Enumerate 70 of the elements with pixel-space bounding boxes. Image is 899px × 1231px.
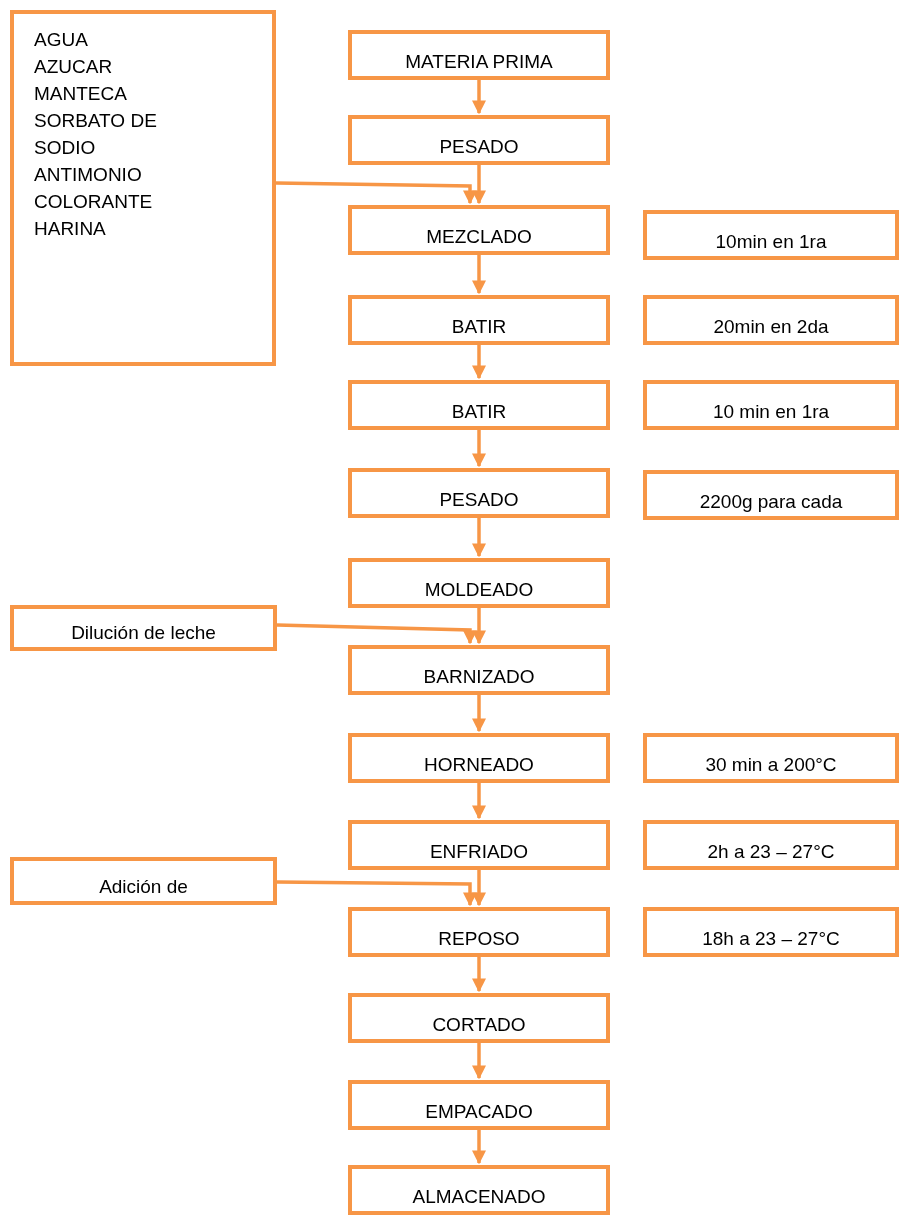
box-label: MATERIA PRIMA (405, 50, 553, 74)
box-label: ENFRIADO (429, 840, 529, 864)
arrow (472, 1130, 486, 1165)
box-label: 30 min a 200°C (705, 753, 837, 777)
box-label: PESADO (439, 488, 519, 512)
box-label: Dilución de leche (71, 621, 216, 645)
process-box (348, 1080, 610, 1130)
box-label: HARINA (34, 217, 106, 241)
process-box (643, 907, 899, 957)
arrow (472, 518, 486, 558)
process-box (643, 470, 899, 520)
process-box (10, 857, 277, 905)
process-box (348, 295, 610, 345)
process-box (348, 993, 610, 1043)
arrow (472, 1043, 486, 1080)
arrow (472, 608, 486, 645)
box-label: ALMACENADO (412, 1185, 546, 1209)
arrow (472, 957, 486, 993)
box-label: 20min en 2da (713, 315, 829, 339)
box-label: AZUCAR (34, 55, 113, 79)
process-box (348, 558, 610, 608)
box-label: ANTIMONIO (34, 163, 142, 187)
arrow (275, 181, 477, 205)
box-label: PESADO (439, 135, 519, 159)
box-label: 10 min en 1ra (712, 400, 830, 424)
box-label: BATIR (451, 315, 507, 339)
process-box (10, 10, 276, 366)
process-box (348, 205, 610, 255)
box-label: 2200g para cada (699, 490, 843, 514)
box-label: MEZCLADO (426, 225, 532, 249)
arrow (472, 345, 486, 380)
arrow (472, 695, 486, 733)
box-label: MOLDEADO (424, 578, 534, 602)
box-label: COLORANTE (34, 190, 153, 214)
arrow (472, 783, 486, 820)
process-box (348, 115, 610, 165)
box-label: EMPACADO (425, 1100, 533, 1124)
box-label: BARNIZADO (423, 665, 535, 689)
box-label: HORNEADO (424, 753, 534, 777)
box-label: 2h a 23 – 27°C (707, 840, 835, 864)
process-box (348, 380, 610, 430)
arrow (472, 870, 486, 907)
box-label: MANTECA (34, 82, 127, 106)
box-label: AGUA (34, 28, 88, 52)
process-box (643, 380, 899, 430)
box-label: CORTADO (432, 1013, 526, 1037)
process-box (643, 210, 899, 260)
arrow (472, 430, 486, 468)
arrow (472, 255, 486, 295)
process-box (348, 907, 610, 957)
process-box (10, 605, 277, 651)
process-box (348, 733, 610, 783)
process-box (348, 30, 610, 80)
process-box (643, 295, 899, 345)
process-box (348, 645, 610, 695)
process-box (348, 468, 610, 518)
arrow (277, 880, 477, 907)
process-box (643, 820, 899, 870)
box-label: BATIR (451, 400, 507, 424)
box-label: Adición de (99, 875, 188, 899)
arrow (472, 165, 486, 205)
arrow (472, 80, 486, 115)
box-label: SORBATO DE SODIO (34, 109, 158, 160)
process-box (348, 820, 610, 870)
process-box (643, 733, 899, 783)
process-box (348, 1165, 610, 1215)
box-label: 18h a 23 – 27°C (702, 927, 840, 951)
arrow (276, 623, 477, 645)
box-label: 10min en 1ra (715, 230, 827, 254)
box-label: REPOSO (438, 927, 520, 951)
